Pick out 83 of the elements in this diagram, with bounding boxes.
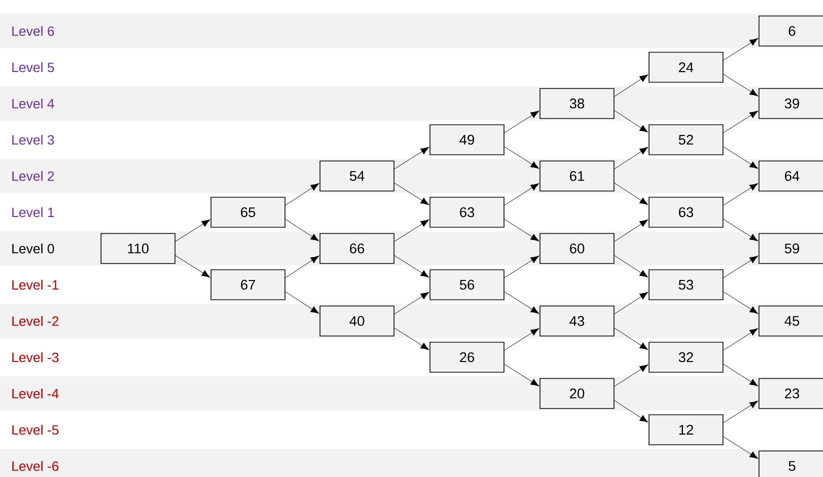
value-box: 67	[210, 269, 286, 300]
arrow	[504, 218, 540, 242]
level-label: Level -1	[12, 280, 58, 290]
arrow	[614, 364, 648, 387]
value-box: 45	[758, 306, 823, 336]
arrow	[614, 292, 648, 314]
value-box: 6	[758, 16, 823, 46]
value-box: 54	[320, 160, 394, 192]
value-box: 49	[430, 124, 504, 156]
arrow	[394, 328, 430, 350]
value-box: 24	[648, 52, 724, 83]
arrow	[723, 183, 758, 206]
value-box: 66	[320, 233, 394, 264]
arrow	[723, 364, 758, 386]
level-label: Level -4	[12, 388, 59, 398]
arrow	[723, 436, 758, 459]
arrow	[723, 400, 758, 423]
level-label: Level -3	[12, 352, 58, 362]
arrow	[614, 182, 648, 205]
arrow	[504, 183, 540, 206]
value-box: 65	[210, 196, 286, 228]
value-box: 60	[540, 233, 614, 264]
value-box: 61	[540, 160, 614, 192]
arrow	[394, 292, 430, 314]
arrow	[504, 256, 540, 278]
value-box: 23	[758, 378, 823, 409]
arrow	[614, 220, 648, 242]
arrow	[504, 328, 540, 350]
arrow	[723, 74, 758, 96]
arrow	[175, 255, 210, 278]
arrow	[285, 256, 320, 278]
arrow	[504, 110, 540, 133]
value-box: 64	[758, 160, 823, 192]
arrow	[394, 255, 430, 278]
arrow	[723, 146, 758, 169]
level-label: Level -5	[12, 424, 58, 435]
arrow	[723, 38, 758, 60]
arrow	[504, 291, 540, 314]
arrow	[614, 74, 648, 97]
level-label: Level 3	[12, 134, 54, 145]
value-box: 110	[100, 233, 176, 264]
level-label: Level 4	[12, 98, 54, 108]
level-label: Level 2	[12, 171, 54, 181]
level-label: Level 0	[12, 244, 54, 254]
value-box: 59	[758, 233, 823, 264]
value-box: 56	[430, 269, 504, 300]
value-box: 32	[648, 342, 724, 373]
arrow	[614, 255, 648, 278]
arrow	[723, 328, 758, 350]
arrow	[504, 146, 540, 169]
arrow	[723, 256, 758, 278]
value-box: 52	[648, 124, 724, 156]
arrow	[723, 218, 758, 242]
level-label: Level 6	[12, 26, 54, 36]
arrow	[175, 220, 210, 242]
level-label: Level 1	[12, 207, 54, 218]
value-box: 63	[648, 196, 724, 228]
arrow	[723, 110, 758, 133]
arrow	[723, 291, 758, 314]
arrow	[394, 220, 430, 242]
level-label: Level 5	[12, 62, 54, 72]
value-box: 53	[648, 269, 724, 300]
arrow	[394, 147, 430, 170]
value-box: 20	[540, 378, 614, 409]
value-box: 39	[758, 88, 823, 119]
value-box: 38	[540, 88, 614, 119]
arrow	[285, 218, 320, 242]
value-box: 43	[540, 306, 614, 336]
arrow	[504, 364, 540, 386]
value-box: 26	[430, 342, 504, 373]
arrow	[394, 182, 430, 205]
arrow	[614, 328, 648, 350]
arrow	[285, 183, 320, 206]
value-box: 63	[430, 196, 504, 228]
value-box: 5	[758, 450, 823, 477]
arrow	[285, 291, 320, 314]
value-box: 40	[320, 306, 394, 336]
arrow	[614, 110, 648, 132]
level-label: Level -6	[12, 461, 58, 471]
value-box: 12	[648, 414, 724, 446]
arrow	[614, 147, 648, 170]
arrow	[614, 400, 648, 422]
level-label: Level -2	[12, 316, 58, 326]
